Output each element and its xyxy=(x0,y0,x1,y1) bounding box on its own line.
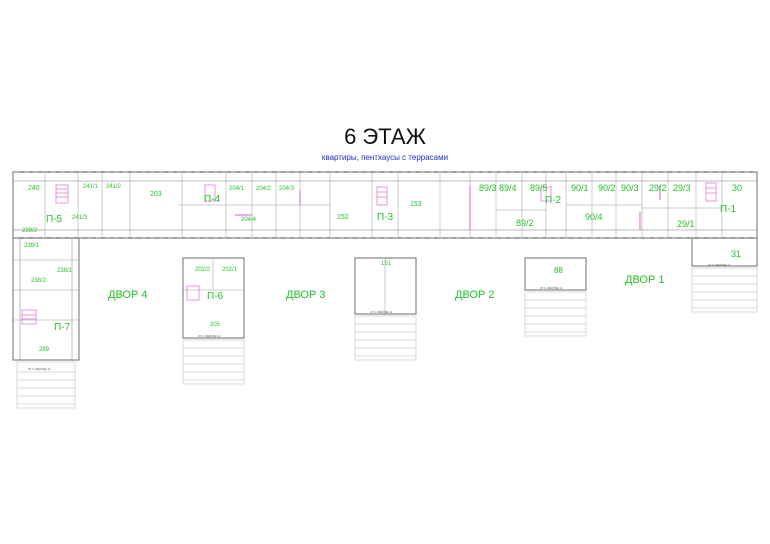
terrace-note: ЭТ. 6 • ВЕРАНДА 12 xyxy=(198,335,221,338)
apartment-label: 241/3 xyxy=(72,215,88,221)
terrace-lines xyxy=(16,267,758,409)
apartment-labels: 240 241/1 241/2 203 204/1 204/2 204/3 20… xyxy=(22,183,742,353)
page-subtitle: квартиры, пентхаусы с террасами xyxy=(321,153,449,162)
apartment-label: 153 xyxy=(410,201,422,208)
apartment-label: 90/2 xyxy=(598,183,616,193)
apartment-label: 90/3 xyxy=(621,183,639,193)
courtyard-labels: ДВОР 4 ДВОР 3 ДВОР 2 ДВОР 1 xyxy=(108,274,665,301)
apartment-label: 204/4 xyxy=(241,217,257,223)
terrace-note: ЭТ. 6 • ВЕРАНДА 12 xyxy=(708,264,731,267)
apartment-label: 239/2 xyxy=(22,228,38,234)
apartment-label: 204/3 xyxy=(279,186,295,192)
stair-labels: П-5 П-4 П-3 П-2 П-1 П-6 П-7 xyxy=(46,194,737,333)
apartment-label: 204/2 xyxy=(256,186,272,192)
stair-label: П-1 xyxy=(720,204,737,215)
courtyard-label: ДВОР 3 xyxy=(286,289,326,301)
wall-outline xyxy=(12,171,758,361)
apartment-label: 89/4 xyxy=(499,183,517,193)
apartment-label: 90/1 xyxy=(571,183,589,193)
apartment-label: 29/1 xyxy=(677,219,695,229)
terrace-note: ЭТ. 6 • ВЕРАНДА 12 xyxy=(28,368,51,371)
stair-label: П-3 xyxy=(377,212,394,223)
apartment-label: 31 xyxy=(731,249,741,259)
apartment-label: 289 xyxy=(39,347,50,353)
terrace-note: ЭТ. 6 • ВЕРАНДА 12 xyxy=(540,287,563,290)
stair-cores xyxy=(21,182,717,325)
apartment-label: 238/1 xyxy=(57,268,73,274)
window-marks xyxy=(20,171,753,239)
stair-label: П-5 xyxy=(46,214,63,225)
apartment-label: 29/2 xyxy=(649,183,667,193)
stair-label: П-2 xyxy=(545,195,562,206)
apartment-label: 29/3 xyxy=(673,183,691,193)
apartment-label: 202/2 xyxy=(195,267,211,273)
apartment-label: 238/2 xyxy=(31,278,47,284)
terrace-note: ЭТ. 6 • ВЕРАНДА 12 xyxy=(370,311,393,314)
apartment-label: 89/5 xyxy=(530,183,548,193)
stair-label: П-6 xyxy=(207,291,224,302)
courtyard-label: ДВОР 4 xyxy=(108,289,148,301)
apartment-label: 90/4 xyxy=(585,212,603,222)
stair-label: П-7 xyxy=(54,322,71,333)
apartment-label: 203 xyxy=(150,191,162,198)
apartment-label: 205 xyxy=(210,322,221,328)
courtyard-label: ДВОР 2 xyxy=(455,289,495,301)
apartment-label: 151 xyxy=(381,261,392,267)
apartment-label: 204/1 xyxy=(229,186,245,192)
apartment-label: 239/1 xyxy=(24,243,40,249)
apartment-label: 88 xyxy=(554,266,563,275)
stair-label: П-4 xyxy=(204,194,221,205)
apartment-label: 89/2 xyxy=(516,218,534,228)
page-title: 6 ЭТАЖ xyxy=(344,124,426,149)
apartment-label: 152 xyxy=(337,214,349,221)
apartment-label: 241/1 xyxy=(83,184,99,190)
apartment-label: 202/1 xyxy=(222,267,238,273)
apartment-label: 240 xyxy=(28,185,40,192)
apartment-label: 241/2 xyxy=(106,184,122,190)
apartment-label: 89/3 xyxy=(479,183,497,193)
terrace-notes: ЭТ. 6 • ВЕРАНДА 12 ЭТ. 6 • ВЕРАНДА 12 ЭТ… xyxy=(28,264,731,371)
apartment-label: 30 xyxy=(732,183,742,193)
courtyard-label: ДВОР 1 xyxy=(625,274,665,286)
